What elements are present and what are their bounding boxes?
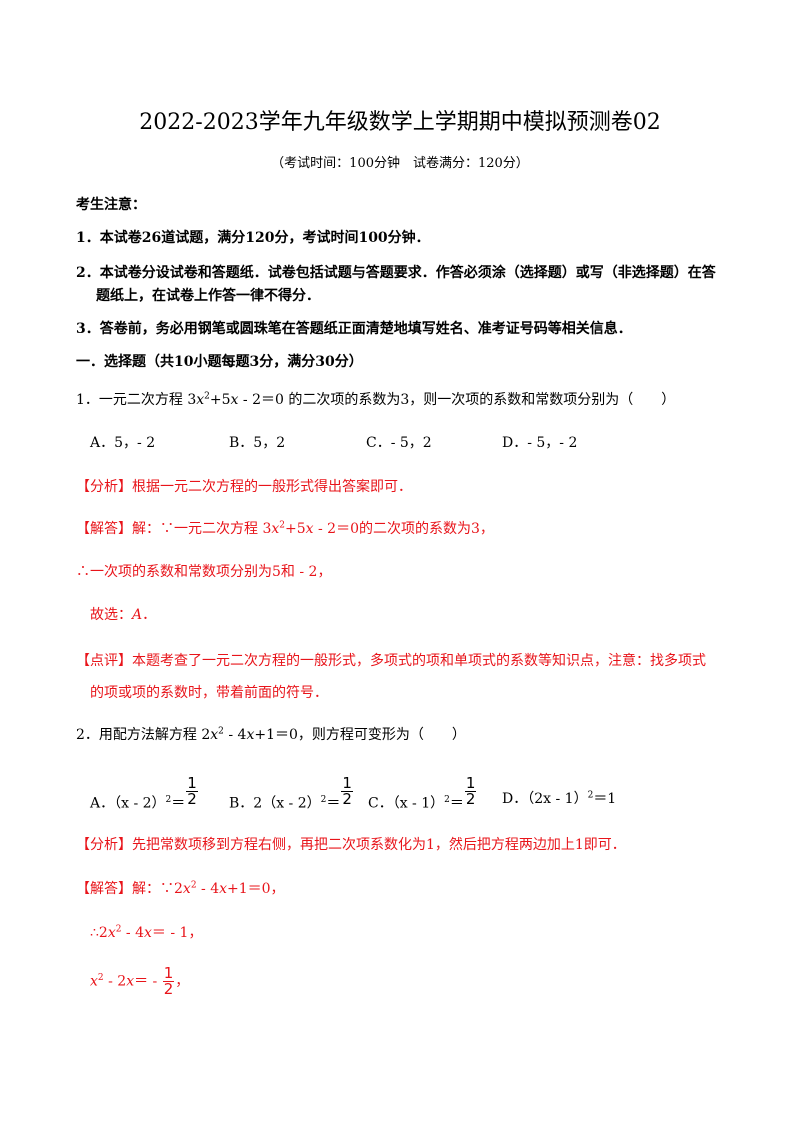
q1-comment-line-2: 的项或项的系数时，带着前面的符号．	[90, 685, 328, 701]
q1-option-d: D．- 5，- 2	[502, 435, 578, 451]
q1-solution: 【解答】解：∵一元二次方程 3x2+5x - 2＝0的二次项的系数为3，	[76, 520, 494, 537]
q2-option-d: D．（2x - 1）2＝1	[502, 790, 617, 807]
q2-solution: 【解答】解：∵2x2 - 4x+1＝0，	[76, 880, 285, 897]
notice-item-2-cont: 题纸上，在试卷上作答一律不得分．	[96, 288, 320, 304]
q1-option-b: B．5，2	[229, 435, 286, 451]
notice-item-1: 1．本试卷26道试题，满分120分，考试时间100分钟．	[76, 230, 430, 246]
question-2-stem: 2．用配方法解方程 2x2 - 4x+1＝0，则方程可变形为（ ）	[76, 726, 466, 743]
q1-option-a: A．5，- 2	[90, 435, 156, 451]
notice-item-3: 3．答卷前，务必用钢笔或圆珠笔在答题纸正面清楚地填写姓名、准考证号码等相关信息．	[76, 321, 632, 337]
notice-item-2: 2．本试卷分设试卷和答题纸．试卷包括试题与答题要求．作答必须涂（选择题）或写（非…	[76, 265, 716, 281]
q1-therefore: ∴一次项的系数和常数项分别为5和 - 2，	[76, 564, 332, 580]
q1-comment-line-1: 【点评】本题考查了一元二次方程的一般形式，多项式的项和单项式的系数等知识点，注意…	[76, 653, 706, 669]
q2-step-1: ∴2x2 - 4x＝ - 1，	[90, 924, 203, 941]
notice-heading: 考生注意：	[76, 197, 146, 213]
q2-analysis: 【分析】先把常数项移到方程右侧，再把二次项系数化为1，然后把方程两边加上1即可．	[76, 837, 626, 853]
q1-option-c: C．- 5，2	[366, 435, 432, 451]
page-subtitle: （考试时间：100分钟 试卷满分：120分）	[271, 156, 529, 171]
q1-choice: 故选：A．	[90, 607, 157, 623]
question-1-stem: 1．一元二次方程 3x2+5x - 2＝0 的二次项的系数为3，则一次项的系数和…	[76, 391, 676, 408]
section-heading: 一．选择题（共10小题每题3分，满分30分）	[76, 354, 363, 370]
page-title: 2022-2023学年九年级数学上学期期中模拟预测卷02	[139, 110, 661, 135]
q1-analysis: 【分析】根据一元二次方程的一般形式得出答案即可．	[76, 479, 412, 495]
